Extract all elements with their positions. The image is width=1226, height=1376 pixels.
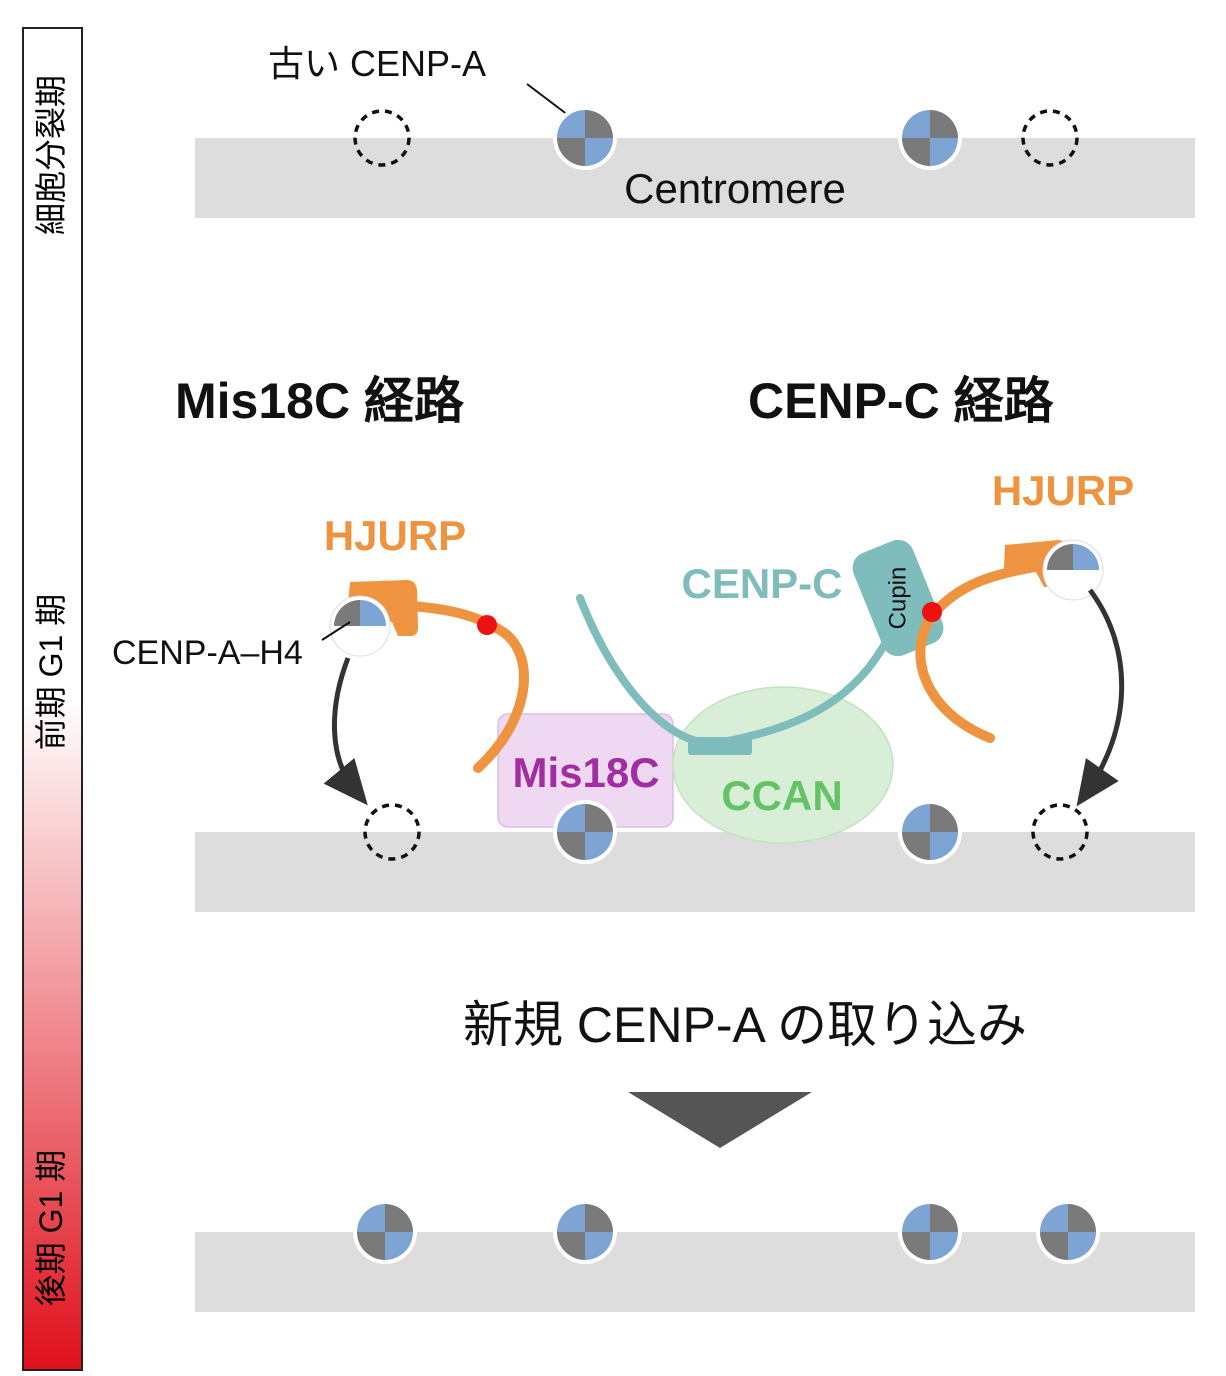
incorporation-caption: 新規 CENP-A の取り込み	[463, 997, 1027, 1053]
old-cenp-a-nucleosome-bottom-2	[898, 1200, 962, 1264]
centromere-label: Centromere	[624, 165, 846, 212]
early-g1-panel: Mis18C CCAN Cupin CENP-C HJURP CENP-A–H4…	[112, 467, 1195, 912]
cell-cycle-phase-bar: 細胞分裂期 前期 G1 期 後期 G1 期	[22, 27, 83, 1371]
centromere-chromatin-middle	[195, 832, 1195, 912]
ccan-complex	[672, 686, 894, 844]
mis18c-label: Mis18C	[512, 749, 659, 796]
new-cenp-a-nucleosome-1	[353, 1200, 417, 1264]
old-cenp-a-nucleosome-bottom-1	[553, 1200, 617, 1264]
cupin-domain: Cupin	[852, 539, 944, 657]
hjurp-left-label: HJURP	[324, 512, 466, 559]
cenp-c-label: CENP-C	[681, 560, 842, 607]
old-cenp-a-nucleosome-1	[553, 106, 617, 170]
new-cenp-a-nucleosome-2	[1036, 1200, 1100, 1264]
phase-label-mitosis: 細胞分裂期	[33, 75, 69, 235]
mis18c-pathway-title: Mis18C 経路	[175, 373, 465, 429]
phospho-site-right	[922, 602, 942, 622]
deposition-arrow-right	[1076, 588, 1125, 807]
old-cenp-a-label: 古い CENP-A	[268, 43, 486, 84]
cupin-label: Cupin	[885, 567, 912, 630]
phase-gradient-bar	[22, 27, 83, 1371]
old-cenp-a-leader-line	[526, 83, 569, 116]
ccan-label: CCAN	[721, 772, 842, 819]
mitosis-panel: Centromere 古い CENP-A	[195, 43, 1195, 218]
late-g1-panel	[195, 1200, 1195, 1312]
cenp-a-h4-left	[329, 595, 391, 657]
cenpc-pathway-title: CENP-C 経路	[748, 373, 1055, 429]
phase-label-early-g1: 前期 G1 期	[33, 594, 69, 750]
phospho-site-left	[477, 615, 497, 635]
hjurp-right-label: HJURP	[992, 467, 1134, 514]
hjurp-left-chain	[395, 600, 529, 773]
cenp-a-h4-leader-line	[321, 621, 351, 641]
old-cenp-a-nucleosome-2	[898, 106, 962, 170]
deposition-arrow-left	[323, 657, 368, 806]
phase-label-late-g1: 後期 G1 期	[33, 1150, 69, 1306]
old-cenp-a-nucleosome-middle-1	[553, 800, 617, 864]
transition-down-arrow	[628, 1092, 812, 1148]
cenp-a-h4-right	[1042, 539, 1104, 601]
old-cenp-a-nucleosome-middle-2	[898, 800, 962, 864]
hjurp-right-chain	[915, 563, 1035, 743]
cenp-a-h4-label: CENP-A–H4	[112, 634, 303, 672]
cenp-c-ccan-binding-domain	[688, 737, 752, 755]
